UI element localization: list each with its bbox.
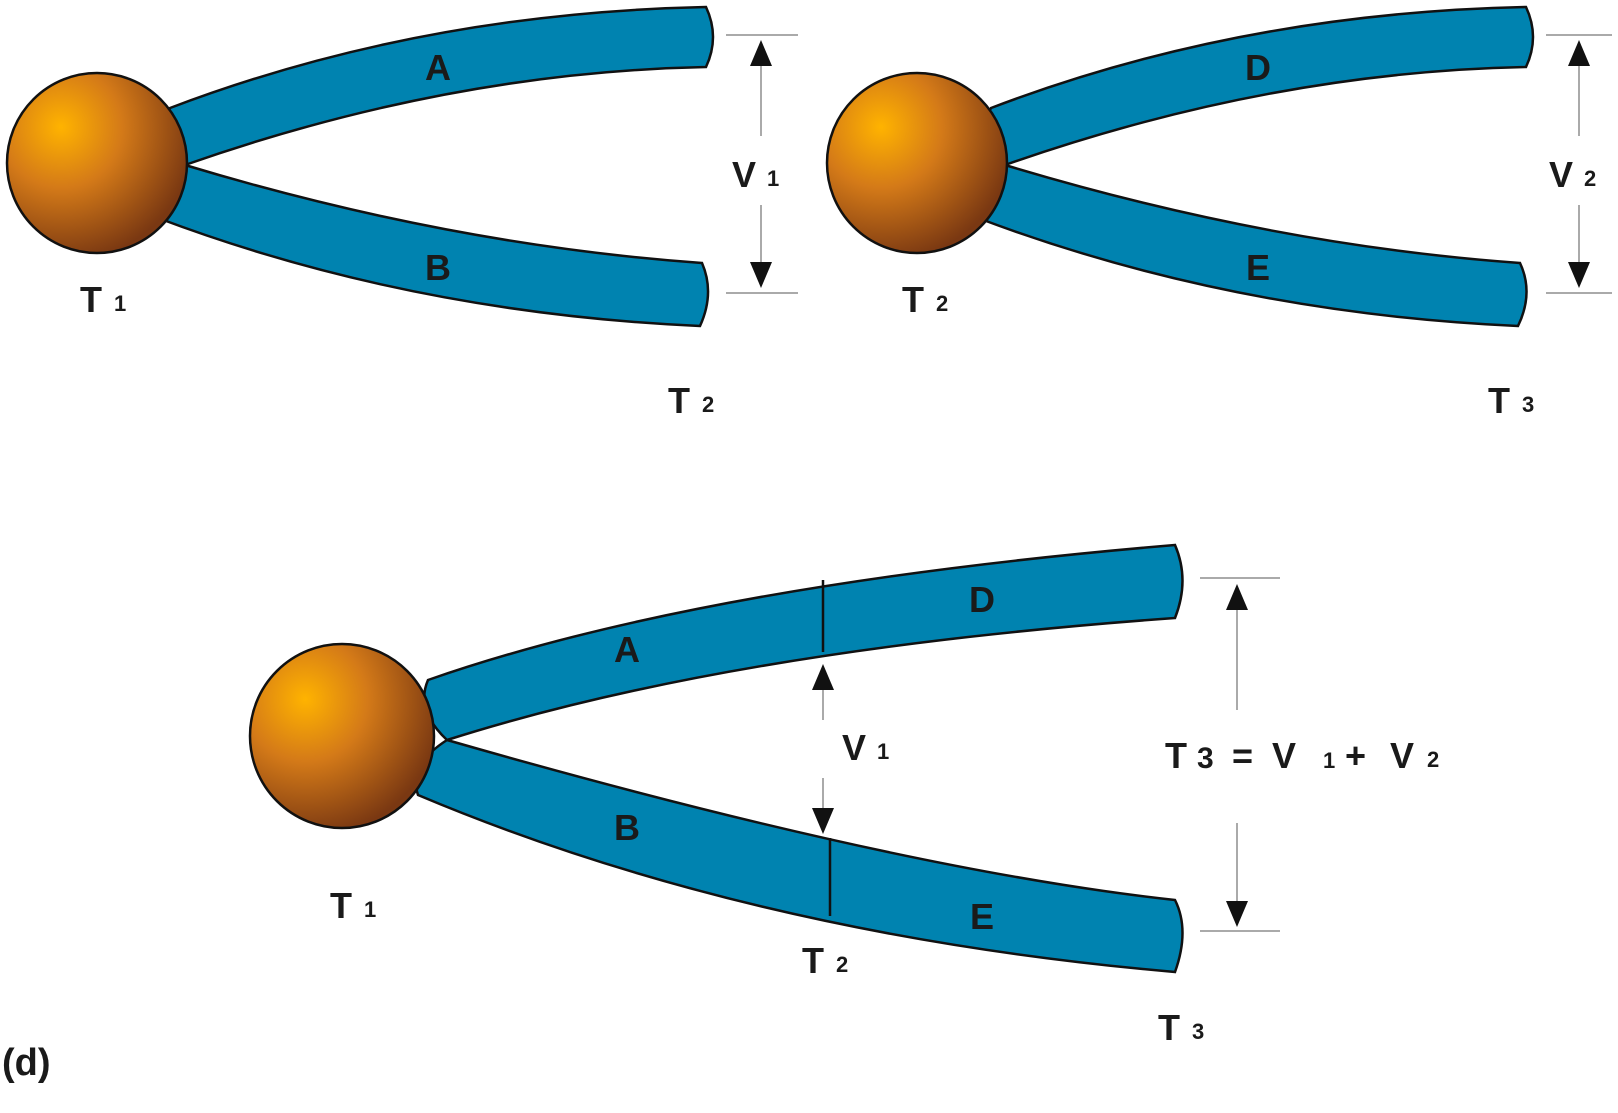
panel-label: (d) [2, 1042, 51, 1084]
svg-text:T: T [802, 940, 824, 981]
tube-upper-arm-a [163, 5, 715, 167]
svg-text:+: + [1345, 735, 1366, 776]
svg-text:T: T [902, 279, 924, 320]
svg-text:=: = [1232, 735, 1253, 776]
tip-label: T 3 [1488, 380, 1534, 421]
svg-text:1: 1 [767, 166, 779, 191]
svg-text:V: V [1272, 735, 1296, 776]
tube-lower-arm-b [155, 163, 710, 328]
svg-text:T: T [1158, 1007, 1180, 1048]
total-spread-dimension [1200, 577, 1280, 932]
svg-text:V: V [732, 154, 756, 195]
arm-label-e: E [1246, 247, 1270, 288]
svg-text:2: 2 [1427, 747, 1439, 772]
svg-text:3: 3 [1197, 742, 1214, 775]
diagram-top-left: A B T 1 T 2 V 1 [5, 5, 798, 421]
arrow-up-icon [1568, 40, 1590, 66]
arrow-down-icon [812, 808, 834, 834]
inner-spread-dimension: V 1 [812, 664, 889, 834]
vertex-label: T 1 [80, 279, 126, 320]
arm-label-a: A [425, 47, 451, 88]
svg-text:2: 2 [702, 392, 714, 417]
svg-text:V: V [1549, 154, 1573, 195]
diagram-bottom-combined: A D B E T 1 T 2 T 3 V 1 [248, 543, 1439, 1048]
svg-text:T: T [330, 885, 352, 926]
vertex-label: T 1 [330, 885, 376, 926]
tube-lower-arm-be [414, 738, 1184, 974]
arm-label-d: D [969, 579, 995, 620]
svg-text:T: T [80, 279, 102, 320]
svg-text:V: V [1390, 735, 1414, 776]
vertex-ball [248, 642, 436, 830]
arrow-up-icon [750, 40, 772, 66]
tip-label: T 3 [1158, 1007, 1204, 1048]
tube-upper-arm-d [984, 5, 1535, 167]
svg-text:1: 1 [364, 897, 376, 922]
svg-text:V: V [842, 727, 866, 768]
vertex-ball [825, 71, 1009, 255]
svg-text:T: T [1165, 735, 1187, 776]
vertex-ball [5, 71, 189, 255]
svg-text:1: 1 [877, 739, 889, 764]
tube-upper-arm-ad [423, 543, 1184, 742]
arrow-up-icon [1226, 584, 1248, 610]
svg-text:1: 1 [1323, 748, 1335, 773]
svg-text:T: T [1488, 380, 1510, 421]
joint-label: T 2 [802, 940, 848, 981]
diagram-top-right: D E T 2 T 3 V 2 [825, 5, 1612, 421]
sum-equation: T 3 = V 1 + V 2 [1165, 735, 1439, 776]
svg-text:3: 3 [1522, 392, 1534, 417]
arm-label-d: D [1245, 47, 1271, 88]
arm-label-b: B [425, 247, 451, 288]
arm-label-b: B [614, 807, 640, 848]
arm-label-e: E [970, 896, 994, 937]
spread-dimension: V 1 [726, 34, 798, 294]
spread-dimension: V 2 [1546, 34, 1612, 294]
svg-text:T: T [668, 380, 690, 421]
tube-lower-arm-e [975, 163, 1528, 328]
svg-text:3: 3 [1192, 1019, 1204, 1044]
arm-label-a: A [614, 629, 640, 670]
svg-text:1: 1 [114, 291, 126, 316]
svg-text:2: 2 [836, 952, 848, 977]
tip-label: T 2 [668, 380, 714, 421]
svg-text:2: 2 [936, 291, 948, 316]
arrow-down-icon [1568, 262, 1590, 288]
vertex-label: T 2 [902, 279, 948, 320]
svg-text:2: 2 [1584, 166, 1596, 191]
arrow-up-icon [812, 664, 834, 690]
arrow-down-icon [1226, 901, 1248, 927]
arrow-down-icon [750, 262, 772, 288]
